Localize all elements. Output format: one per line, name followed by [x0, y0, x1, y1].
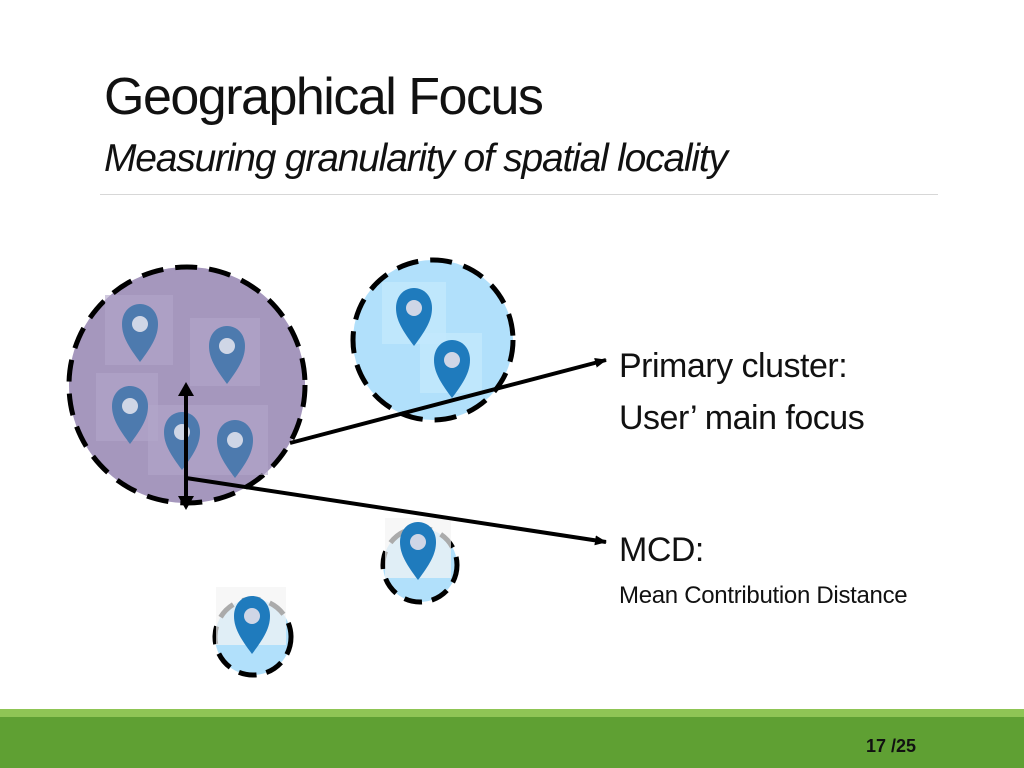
secondary-cluster [350, 257, 516, 423]
mcd-description-label: Mean Contribution Distance [619, 582, 908, 609]
slide-title: Geographical Focus [104, 68, 544, 126]
mcd-title-label: MCD: [619, 531, 704, 569]
primary-cluster-label-line1: Primary cluster: [619, 347, 848, 385]
page-number: 17 /25 [866, 736, 917, 756]
small-cluster-bottom [212, 587, 294, 678]
footer-band [0, 717, 1024, 768]
footer-accent-band [0, 709, 1024, 717]
primary-cluster-arrow-icon [289, 357, 607, 445]
mcd-arrow-icon [185, 476, 607, 546]
mcd-radius-arrow-icon [178, 382, 194, 510]
primary-cluster-label: Primary cluster: User’ main focus [619, 340, 865, 444]
primary-cluster-label-line2: User’ main focus [619, 399, 865, 437]
title-divider [100, 194, 938, 195]
slide-subtitle: Measuring granularity of spatial localit… [104, 137, 728, 180]
